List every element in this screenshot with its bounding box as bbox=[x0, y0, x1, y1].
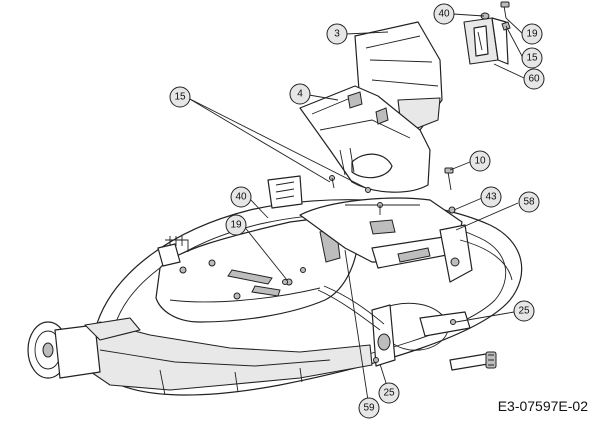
callout-15-top: 15 bbox=[521, 47, 543, 69]
callout-25-right: 25 bbox=[513, 300, 535, 322]
side-cover-plate bbox=[463, 17, 509, 65]
callout-label: 25 bbox=[383, 388, 395, 399]
callout-label: 58 bbox=[523, 197, 535, 208]
callout-label: 40 bbox=[235, 192, 247, 203]
callout-label: 10 bbox=[474, 156, 486, 167]
callout-25-bottom: 25 bbox=[378, 382, 400, 404]
hardware bbox=[282, 1, 511, 363]
callout-label: 15 bbox=[174, 92, 186, 103]
callout-40-mid: 40 bbox=[230, 186, 252, 208]
callout-label: 19 bbox=[230, 220, 242, 231]
callout-43: 43 bbox=[480, 186, 502, 208]
callout-label: 59 bbox=[363, 403, 375, 414]
pivot-bolt bbox=[449, 351, 497, 371]
callout-3: 3 bbox=[326, 23, 348, 45]
chute-deflector bbox=[299, 85, 431, 193]
callout-label: 3 bbox=[334, 29, 340, 40]
gauge-wheel bbox=[27, 317, 141, 379]
left-spindle-parts bbox=[157, 175, 303, 267]
callout-15-mid: 15 bbox=[169, 86, 191, 108]
callout-label: 40 bbox=[438, 9, 450, 20]
callout-label: 60 bbox=[528, 74, 540, 85]
callout-19-mid: 19 bbox=[225, 214, 247, 236]
callout-40-top: 40 bbox=[433, 3, 455, 25]
callout-label: 19 bbox=[526, 29, 538, 40]
callout-label: 4 bbox=[297, 89, 303, 100]
callout-10: 10 bbox=[469, 150, 491, 172]
callout-58: 58 bbox=[518, 191, 540, 213]
leader-lines bbox=[187, 13, 525, 408]
callout-19-top: 19 bbox=[521, 23, 543, 45]
callout-label: 15 bbox=[526, 53, 538, 64]
right-deck-housing bbox=[439, 224, 513, 283]
callout-label: 43 bbox=[485, 192, 497, 203]
callout-4: 4 bbox=[289, 83, 311, 105]
belt-cover-center bbox=[299, 197, 463, 269]
callout-label: 25 bbox=[518, 306, 530, 317]
callout-59: 59 bbox=[358, 397, 380, 419]
callout-60: 60 bbox=[523, 68, 545, 90]
drawing-code: E3-07597E-02 bbox=[497, 398, 588, 414]
height-adjust-lever bbox=[317, 285, 471, 367]
